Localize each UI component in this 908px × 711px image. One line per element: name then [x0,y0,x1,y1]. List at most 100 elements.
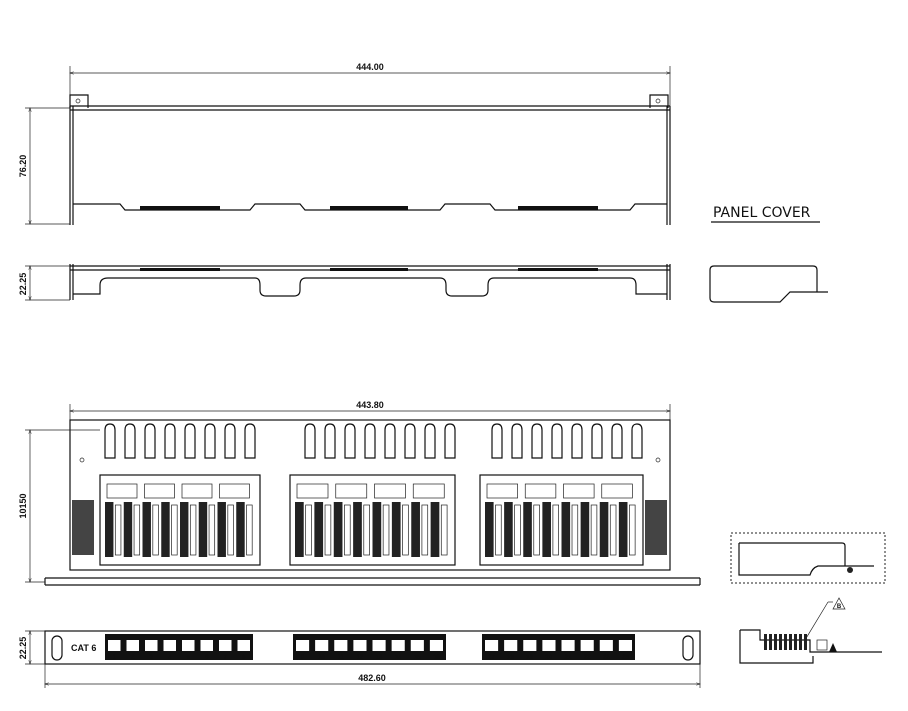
heatsink-fin [784,634,787,650]
port-number: 20 [546,655,553,661]
idc-block [236,502,245,557]
cable-slot [551,423,563,459]
heatsink-fin [774,634,777,650]
side-bracket [72,500,94,555]
idc-label-strip [590,504,598,556]
cable-slot [511,423,523,459]
panel-cover-label: PANEL COVER [713,205,811,221]
cable-slot [324,423,336,459]
rj45-port [145,640,158,651]
idc-label-strip [533,504,540,556]
port-number: 6 [205,655,209,661]
idc-block [580,502,590,557]
category-label: CAT 6 [71,643,96,653]
heatsink-fin [799,634,802,650]
idc-label-strip [363,504,370,556]
front-view: 443.80 10150 [18,400,701,586]
idc-block [599,502,609,557]
rj45-port [315,640,329,651]
port-number: 9 [301,655,305,661]
idc-label-strip [133,504,141,556]
cable-slot [124,423,136,459]
rj45-port [237,640,250,651]
idc-block [561,502,571,557]
idc-block [391,502,401,557]
port-number: 12 [357,655,364,661]
cable-slot [144,423,156,459]
connector-housing [601,483,633,499]
cable-slot [184,423,196,459]
rj45-port [219,640,232,651]
module-block [289,474,456,566]
heatsink-fin [804,634,807,650]
dimension-front-height: 10150 [18,493,28,518]
cable-slot [364,423,376,459]
connector-housing [524,483,557,499]
rj45-port [618,640,632,651]
rj45-port [353,640,367,651]
dimension-overall-width: 482.60 [358,673,386,683]
idc-label-strip [382,504,390,556]
connector-housing [335,483,368,499]
side-bracket [645,500,667,555]
idc-block [411,502,420,557]
port-number: 24 [622,655,629,661]
port-number: 15 [414,655,421,661]
idc-block [372,502,382,557]
side-detail: B [730,532,886,664]
idc-label-strip [324,504,332,556]
idc-block [353,502,362,557]
dimension-top-width: 444.00 [356,62,384,72]
slot-bar [140,206,220,210]
cable-slot [491,423,503,459]
rj45-port [580,640,594,651]
cable-slot [304,423,316,459]
idc-label-strip [609,504,617,556]
connector-housing [106,483,138,499]
idc-label-strip [402,504,409,556]
port-number: 16 [433,655,440,661]
port-number: 1 [113,655,117,661]
idc-block [430,502,440,557]
rj45-port [504,640,518,651]
idc-block [485,502,494,557]
cable-slot [591,423,603,459]
cable-slot [424,423,436,459]
rj45-port [599,640,613,651]
heatsink-fin [779,634,782,650]
port-number: 10 [318,655,325,661]
idc-block [180,502,189,557]
idc-block [523,502,532,557]
idc-block [618,502,628,557]
cable-slot [164,423,176,459]
port-number: 8 [242,655,246,661]
dimension-side-height: 22.25 [18,273,28,296]
heatsink-fin [764,634,767,650]
idc-label-strip [344,504,351,556]
rj45-port [126,640,139,651]
port-number: 18 [507,655,514,661]
panel-cover: PANEL COVER [709,205,828,303]
idc-label-strip [495,504,502,556]
idc-label-strip [246,504,253,556]
idc-block [105,502,114,557]
port-number: 14 [395,655,402,661]
mounting-hole [51,635,63,661]
idc-block [123,502,133,557]
idc-label-strip [171,504,178,556]
rj45-port [296,640,310,651]
rj45-port [163,640,176,651]
cable-slot [631,423,643,459]
idc-label-strip [629,504,636,556]
idc-label-strip [440,504,448,556]
slot-bar [330,206,408,210]
idc-block [333,502,343,557]
cable-slot [531,423,543,459]
rj45-port [391,640,405,651]
rj45-port [542,640,556,651]
idc-label-strip [114,504,122,556]
port-number: 11 [338,655,345,661]
module-block [479,474,644,566]
cable-slot [611,423,623,459]
